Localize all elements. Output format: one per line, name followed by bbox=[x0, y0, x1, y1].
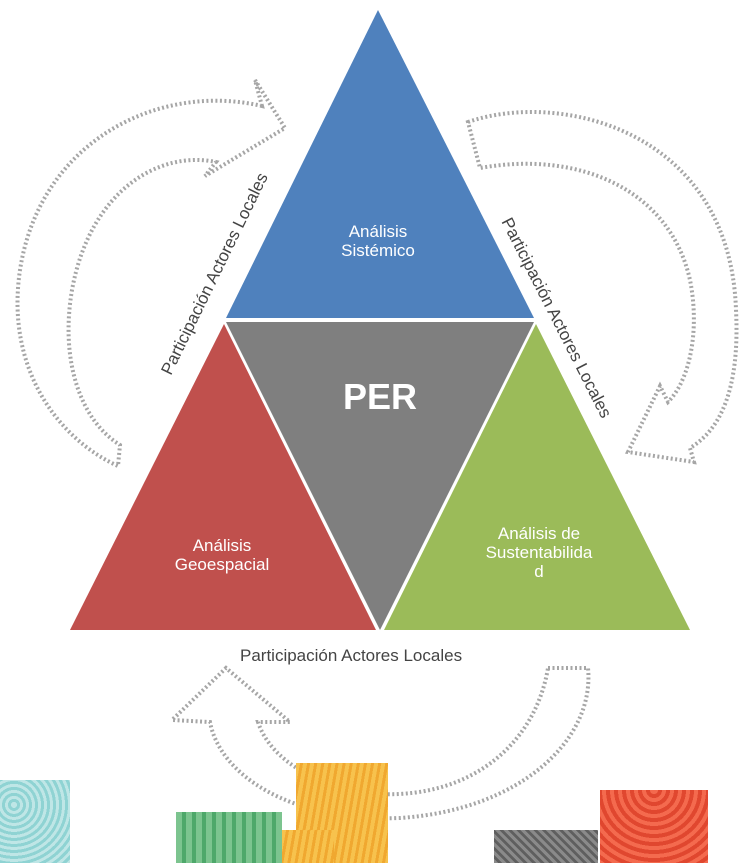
bottom-cycle-label: Participación Actores Locales bbox=[240, 646, 463, 665]
bottom-cycle-arrow bbox=[167, 665, 591, 821]
red-texture-tile bbox=[600, 790, 708, 863]
center-label: PER bbox=[342, 376, 418, 417]
left-triangle-label: Análisis Geoespacial bbox=[174, 536, 270, 574]
green-texture-tile bbox=[176, 812, 282, 863]
top-triangle bbox=[226, 10, 534, 318]
orange-texture-tile-small bbox=[282, 830, 334, 863]
left-cycle-arrow bbox=[15, 78, 288, 469]
right-triangle bbox=[384, 324, 690, 630]
center-triangle bbox=[226, 322, 534, 630]
teal-texture-tile bbox=[0, 780, 70, 863]
gray-texture-tile bbox=[494, 830, 598, 863]
left-triangle bbox=[70, 324, 376, 630]
top-triangle-label: Análisis Sistémico bbox=[341, 222, 415, 260]
right-triangle-label: Análisis de Sustentabilida d bbox=[485, 524, 593, 581]
